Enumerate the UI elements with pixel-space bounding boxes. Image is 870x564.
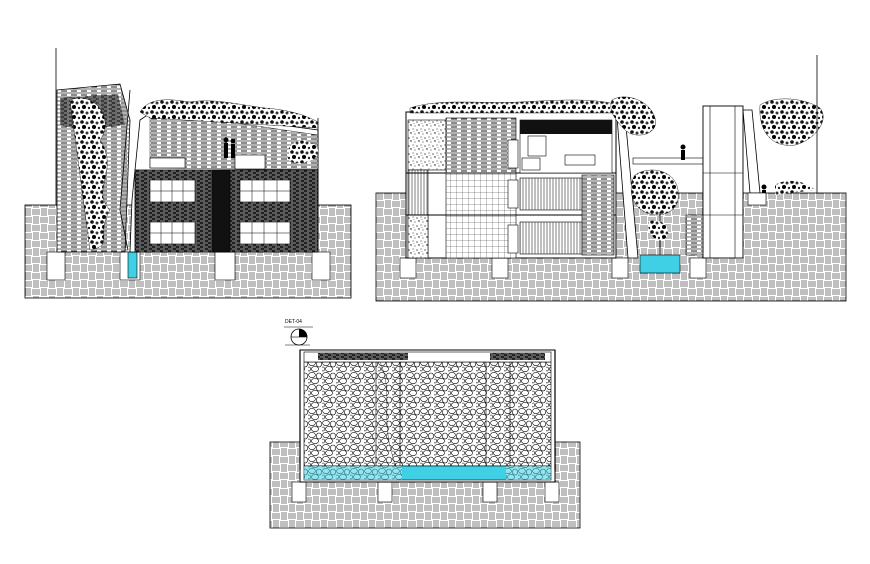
detail-callout-icon: DET-04: [284, 319, 313, 346]
detail-tag: DET-04: [285, 319, 302, 325]
water-pool: [639, 254, 681, 274]
human-figure-icon: [680, 144, 686, 160]
human-figure-icon: [223, 137, 236, 158]
front-elevation: [24, 48, 352, 299]
water-channel: [127, 251, 138, 279]
wall-detail: DET-04: [269, 319, 581, 529]
side-section: [375, 55, 847, 302]
